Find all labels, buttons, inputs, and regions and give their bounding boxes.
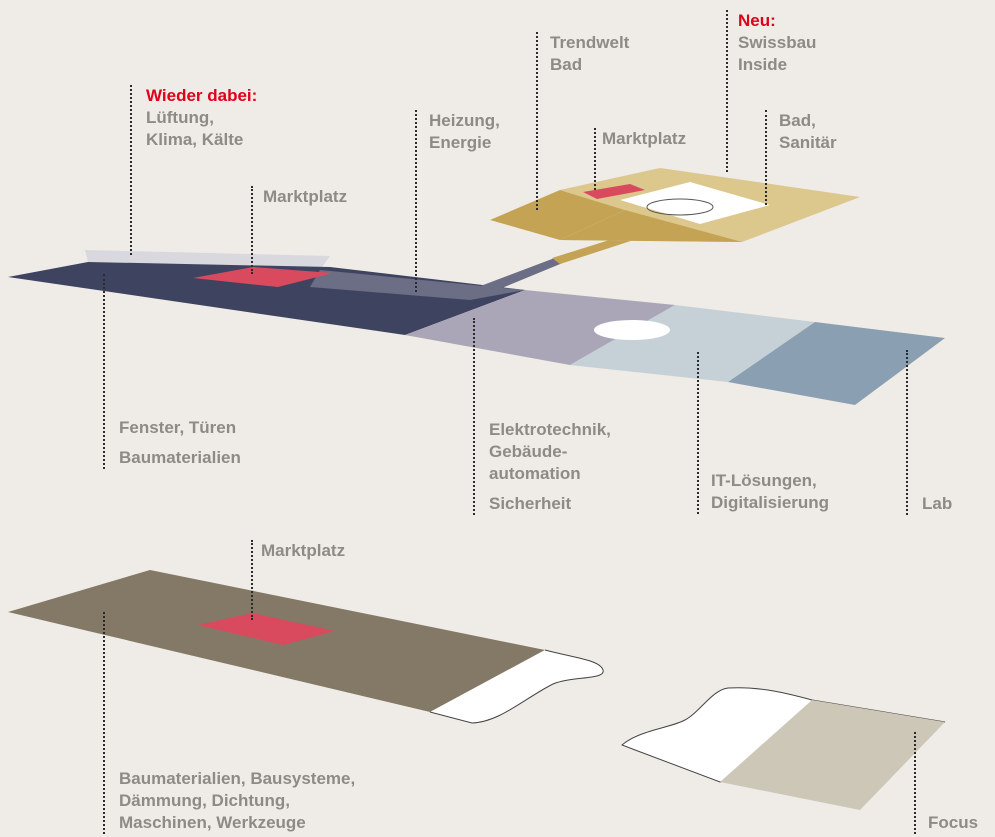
label-elektro-line2: Gebäude- — [489, 442, 568, 461]
label-it-line2: Digitalisierung — [711, 493, 830, 512]
label-heizung-energie: Heizung, Energie — [415, 110, 500, 292]
label-elektro-line3: automation — [489, 464, 581, 483]
label-trendwelt-bad: Trendwelt Bad — [536, 32, 629, 210]
label-bad-line2: Sanitär — [779, 133, 837, 152]
label-fenster-line1: Fenster, Türen — [119, 418, 237, 437]
label-elektro-line1: Elektrotechnik, — [489, 420, 611, 439]
label-bad-sanitaer: Bad, Sanitär — [765, 110, 837, 205]
label-baumat-line1: Baumaterialien, Bausysteme, — [119, 769, 356, 788]
label-it-line1: IT-Lösungen, — [711, 471, 817, 490]
lower-hall-outline — [429, 649, 604, 724]
marktplatz-top-area — [193, 267, 333, 287]
zone-elektrotechnik — [405, 290, 675, 365]
label-swissbau-inside: Neu: Swissbau Inside — [726, 10, 816, 172]
label-baumat-line2: Dämmung, Dichtung, — [119, 791, 290, 810]
label-lueftung-klima: Wieder dabei: Lüftung, Klima, Kälte — [130, 85, 257, 255]
marktplatz-inside-area — [583, 184, 645, 199]
label-marktplatz-inside-text: Marktplatz — [602, 129, 687, 148]
label-bad-line1: Bad, — [779, 111, 816, 130]
label-lueftung-line1: Lüftung, — [146, 108, 214, 127]
label-heizung-line1: Heizung, — [429, 111, 500, 130]
marktplatz-elektro-oval — [594, 320, 670, 340]
label-lueftung-prefix: Wieder dabei: — [146, 86, 258, 105]
zone-heizung-energie — [310, 270, 525, 300]
label-marktplatz-bottom-text: Marktplatz — [261, 541, 346, 560]
label-lueftung-line2: Klima, Kälte — [146, 130, 244, 149]
focus-hall — [621, 687, 946, 810]
label-marktplatz-inside: Marktplatz — [594, 128, 686, 190]
label-focus-text: Focus — [928, 813, 979, 832]
label-marktplatz-top: Marktplatz — [251, 186, 347, 274]
label-lab: Lab — [906, 350, 952, 515]
inside-oval — [646, 198, 714, 216]
marktplatz-bottom-area — [198, 613, 335, 645]
label-swissbau-line1: Swissbau — [738, 33, 817, 52]
label-trendwelt-line1: Trendwelt — [550, 33, 630, 52]
inside-front-strip — [560, 210, 742, 242]
label-lab-text: Lab — [922, 494, 953, 513]
swissbau-inside-hall — [490, 168, 860, 264]
zone-it-loesungen — [570, 305, 815, 382]
label-baumaterialien: Baumaterialien, Bausysteme, Dämmung, Dic… — [103, 612, 355, 834]
label-elektro-line4: Sicherheit — [489, 494, 572, 513]
connector-walkway — [470, 256, 565, 295]
zone-trendwelt-bad — [490, 190, 625, 240]
label-swissbau-line2: Inside — [738, 55, 788, 74]
main-hall — [8, 250, 945, 405]
label-baumat-line3: Maschinen, Werkzeuge — [119, 813, 306, 832]
label-heizung-line2: Energie — [429, 133, 492, 152]
label-marktplatz-top-text: Marktplatz — [263, 187, 348, 206]
label-focus: Focus — [914, 732, 978, 834]
zone-lab — [728, 322, 945, 405]
label-it-loesungen: IT-Lösungen, Digitalisierung — [697, 352, 829, 514]
label-trendwelt-line2: Bad — [550, 55, 583, 74]
zone-lueftung-klima — [85, 250, 330, 270]
label-marktplatz-bottom: Marktplatz — [251, 540, 345, 620]
lower-hall — [8, 570, 604, 724]
label-fenster-line2: Baumaterialien — [119, 448, 241, 467]
label-fenster-tueren: Fenster, Türen Baumaterialien — [103, 274, 241, 469]
label-swissbau-prefix: Neu: — [738, 11, 776, 30]
zone-focus — [720, 700, 945, 810]
label-elektrotechnik: Elektrotechnik, Gebäude- automation Sich… — [473, 318, 611, 515]
inside-white-area — [620, 182, 770, 224]
